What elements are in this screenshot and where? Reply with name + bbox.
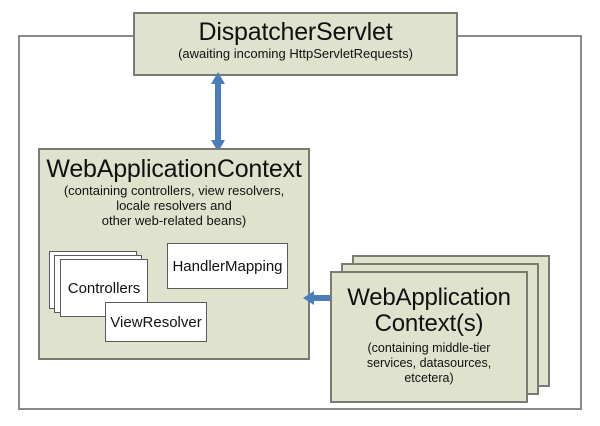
root-contexts-subtitle-line-3: etcetera) xyxy=(404,370,454,385)
root-contexts-subtitle-line-2: services, datasources, xyxy=(366,355,492,370)
web-application-context-subtitle-line-2: locale resolvers and xyxy=(116,197,232,213)
view-resolver-box: ViewResolver xyxy=(105,302,207,342)
handler-mapping-box: HandlerMapping xyxy=(167,243,288,289)
view-resolver-label: ViewResolver xyxy=(110,313,202,331)
arrow-head-left-icon xyxy=(303,291,314,305)
controllers-label: Controllers xyxy=(67,279,141,297)
root-contexts-box: WebApplication Context(s) (containing mi… xyxy=(330,271,528,403)
dispatcher-servlet-subtitle: (awaiting incoming HttpServletRequests) xyxy=(178,45,413,61)
dispatcher-servlet-box: DispatcherServlet (awaiting incoming Htt… xyxy=(133,12,458,76)
arrow-shaft xyxy=(215,82,221,142)
web-application-context-title: WebApplicationContext xyxy=(46,155,302,183)
web-application-context-subtitle-line-1: (containing controllers, view resolvers, xyxy=(63,182,285,198)
arrow-head-up-icon xyxy=(211,72,225,84)
root-contexts-subtitle-line-1: (containing middle-tier xyxy=(367,340,491,355)
root-contexts-title-line-1: WebApplication xyxy=(347,284,511,311)
dispatcher-servlet-title: DispatcherServlet xyxy=(198,18,393,46)
root-contexts-title-line-2: Context(s) xyxy=(374,309,484,337)
web-application-context-subtitle-line-3: other web-related beans) xyxy=(101,213,247,229)
handler-mapping-label: HandlerMapping xyxy=(172,257,283,275)
